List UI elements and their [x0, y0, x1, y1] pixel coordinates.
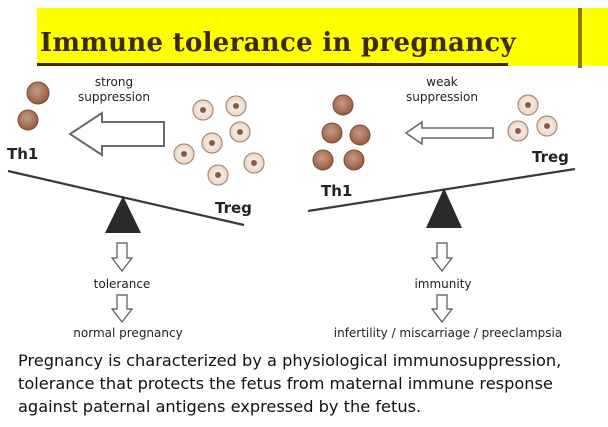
treg-cell [207, 164, 229, 186]
title-corner-accent [578, 8, 582, 68]
left-outcome-normal-pregnancy: normal pregnancy [73, 326, 182, 340]
left-arrow-label-line2: suppression [78, 90, 150, 104]
treg-cell [243, 152, 265, 174]
left-th1-cells [17, 81, 50, 131]
th1-cell [17, 109, 39, 131]
treg-cell [536, 115, 558, 137]
right-panel: Th1 weak suppression Treg immunity infer… [307, 75, 576, 340]
right-outcome-immunity: immunity [414, 277, 471, 291]
treg-cell [192, 99, 214, 121]
caption: Pregnancy is characterized by a physiolo… [18, 349, 603, 418]
caption-line-2: tolerance that protects the fetus from m… [18, 374, 553, 393]
right-th1-label: Th1 [321, 182, 352, 200]
title-banner [37, 8, 608, 66]
treg-cell [173, 143, 195, 165]
treg-cell [201, 132, 223, 154]
left-down-arrow-1 [110, 242, 134, 272]
left-panel: Th1 strong suppression Treg tolerance no… [7, 75, 265, 340]
caption-line-1: Pregnancy is characterized by a physiolo… [18, 351, 562, 370]
right-treg-label: Treg [532, 148, 569, 166]
right-down-arrow-1 [430, 242, 454, 272]
left-fulcrum [105, 196, 141, 233]
diagram-canvas: Th1 strong suppression Treg tolerance no… [7, 75, 576, 340]
left-down-arrow-2 [110, 294, 134, 323]
treg-cell [229, 121, 251, 143]
right-treg-cells [507, 94, 558, 142]
left-treg-label: Treg [215, 199, 252, 217]
treg-cell [507, 120, 529, 142]
title-underline [37, 63, 508, 66]
left-outcome-tolerance: tolerance [94, 277, 151, 291]
left-th1-label: Th1 [7, 145, 38, 163]
right-fulcrum [426, 188, 462, 228]
left-arrow-label-line1: strong [95, 75, 133, 89]
treg-cell [225, 95, 247, 117]
caption-line-3: against paternal antigens expressed by t… [18, 397, 422, 416]
th1-cell [312, 149, 334, 171]
right-outcome-complications: infertility / miscarriage / preeclampsia [334, 326, 563, 340]
right-down-arrow-2 [430, 294, 454, 323]
treg-cell [517, 94, 539, 116]
th1-cell [343, 149, 365, 171]
right-arrow-label-line1: weak [426, 75, 458, 89]
right-th1-cells [312, 94, 371, 171]
page-title: Immune tolerance in pregnancy [40, 28, 516, 58]
th1-cell [349, 124, 371, 146]
th1-cell [321, 122, 343, 144]
right-arrow-label-line2: suppression [406, 90, 478, 104]
th1-cell [332, 94, 354, 116]
weak-suppression-arrow [404, 120, 494, 146]
left-balance-beam [7, 169, 245, 227]
right-balance-beam [307, 167, 576, 213]
strong-suppression-arrow [68, 111, 165, 157]
th1-cell [26, 81, 50, 105]
left-treg-cells [173, 95, 265, 186]
